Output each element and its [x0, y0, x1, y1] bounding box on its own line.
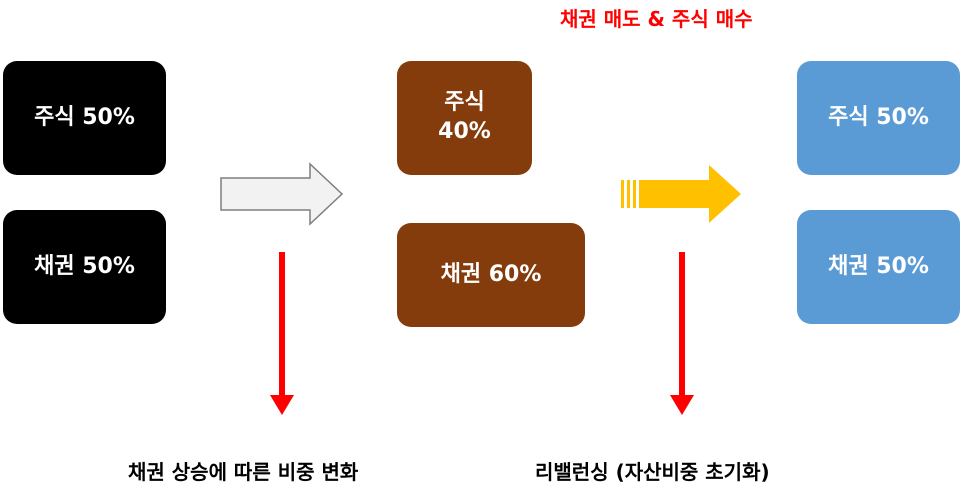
down-arrow-icon: [270, 252, 294, 415]
striped-right-arrow-icon: [621, 165, 741, 223]
down-arrow-icon: [670, 252, 694, 415]
rebalancing-caption: 리밸런싱 (자산비중 초기화): [535, 460, 770, 484]
changed-stock-box: 주식 40%: [397, 61, 532, 175]
rebalanced-bond-box: 채권 50%: [797, 210, 960, 324]
changed-bond-box: 채권 60%: [397, 223, 585, 327]
outlined-right-arrow-icon: [220, 162, 344, 226]
change-caption: 채권 상승에 따른 비중 변화: [128, 460, 359, 484]
initial-bond-box: 채권 50%: [3, 210, 166, 324]
initial-stock-box: 주식 50%: [3, 61, 166, 175]
top-action-label: 채권 매도 & 주식 매수: [560, 7, 753, 31]
rebalanced-stock-box: 주식 50%: [797, 61, 960, 175]
